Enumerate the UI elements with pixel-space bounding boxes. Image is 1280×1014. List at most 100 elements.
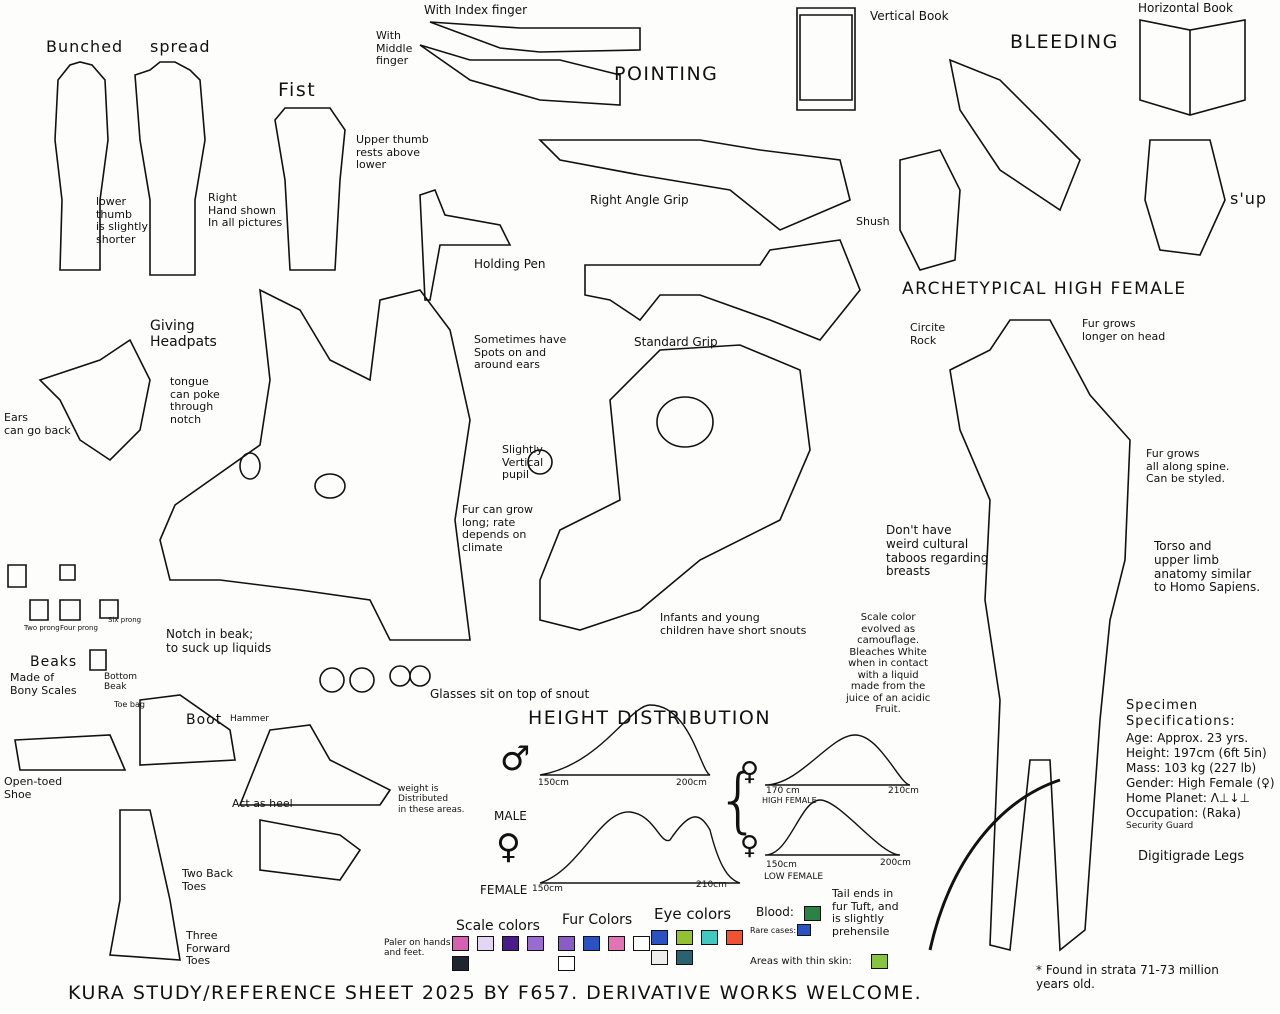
specs-age: Age: Approx. 23 yrs. [1126, 730, 1249, 745]
label-pointing: POINTING [614, 63, 719, 85]
specs-gender: Gender: High Female (♀) [1126, 775, 1275, 790]
low-female-symbol-icon: ♀ [740, 831, 760, 861]
high-female-min: 170 cm [766, 786, 800, 796]
label-boot: Boot [186, 712, 223, 728]
label-act-heel: Act as heel [232, 797, 293, 810]
pen-hand-drawing [419, 189, 512, 301]
male-max: 200cm [676, 778, 707, 788]
label-scale-camo: Scale color evolved as camouflage. Bleac… [846, 612, 931, 715]
label-horizontal-book: Horizontal Book [1138, 1, 1233, 15]
beaks-drawing [7, 564, 119, 671]
label-middle-finger: With Middle finger [376, 29, 413, 68]
specs-occupation: Occupation: (Raka) [1126, 805, 1241, 820]
high-female-label: HIGH FEMALE [762, 796, 817, 805]
label-vertical-pupil: Slightly Vertical pupil [502, 443, 544, 482]
eye-color-swatch [676, 950, 693, 965]
label-archetypical: ARCHETYPICAL HIGH FEMALE [902, 279, 1187, 299]
specs-height: Height: 197cm (6ft 5in) [1126, 745, 1267, 760]
fur-color-swatch [558, 956, 575, 971]
eye-color-swatch [726, 930, 743, 945]
vertical-book-drawing [796, 7, 856, 111]
high-female-max: 210cm [888, 786, 919, 796]
tail-drawing [928, 778, 1061, 951]
fur-color-swatch [608, 936, 625, 951]
low-female-curve [764, 799, 901, 856]
label-right-angle-grip: Right Angle Grip [590, 193, 689, 207]
eye-color-swatch [701, 930, 718, 945]
female-curve [539, 811, 741, 884]
low-female-min: 150cm [766, 860, 797, 870]
label-bony-scales: Made of Bony Scales [10, 671, 77, 697]
female-min: 150cm [532, 884, 563, 894]
scale-colors-title: Scale colors [456, 918, 540, 934]
specs-title: Specimen Specifications: [1126, 698, 1236, 730]
label-bleeding: BLEEDING [1010, 31, 1119, 53]
label-tail-tuft: Tail ends in fur Tuft, and is slightly p… [832, 887, 899, 938]
blood-swatch [804, 906, 821, 921]
fist-drawing [274, 107, 346, 271]
label-spread: spread [150, 37, 211, 56]
bleeding-hand-drawing [948, 58, 1081, 212]
low-female-max: 200cm [880, 858, 911, 868]
label-digitigrade: Digitigrade Legs [1138, 849, 1245, 864]
label-glasses: Glasses sit on top of snout [430, 687, 590, 701]
label-six-prong: Six prong [108, 616, 142, 624]
pointing-hands-drawing [419, 21, 641, 106]
fur-color-swatch [558, 936, 575, 951]
label-two-prong: Two prong [24, 624, 60, 632]
specs-home-planet: Home Planet: ᐱ⊥↓⊥ [1126, 790, 1250, 805]
rare-cases-label: Rare cases: [750, 926, 797, 935]
label-fist: Fist [278, 79, 317, 101]
high-female-symbol-icon: ♀ [740, 757, 760, 787]
label-infants: Infants and young children have short sn… [660, 611, 807, 637]
label-taboos: Don't have weird cultural taboos regardi… [886, 523, 989, 579]
brace-icon: { [716, 759, 761, 841]
label-lower-thumb: lower thumb is slightly shorter [96, 195, 148, 246]
eye-drawing [527, 449, 553, 475]
female-symbol-icon: ♀ [496, 827, 521, 867]
label-fur-spine: Fur grows all along spine. Can be styled… [1146, 447, 1230, 486]
headpats-drawing [38, 338, 151, 462]
male-label: MALE [494, 809, 527, 823]
label-sup: s'up [1230, 189, 1268, 208]
label-torso: Torso and upper limb anatomy similar to … [1154, 539, 1261, 595]
fur-color-swatch [583, 936, 600, 951]
label-beaks: Beaks [30, 654, 78, 670]
label-four-prong: Four prong [60, 624, 98, 632]
specimen-specifications: Specimen Specifications: Age: Approx. 23… [1126, 698, 1275, 832]
high-female-curve [764, 734, 911, 786]
label-bunched: Bunched [46, 37, 124, 56]
knife-grip-drawing [538, 139, 851, 231]
label-two-back-toes: Two Back Toes [182, 867, 233, 893]
label-bottom-beak: Bottom Beak [104, 672, 138, 693]
label-spots: Sometimes have Spots on and around ears [474, 333, 567, 372]
label-tongue: tongue can poke through notch [170, 375, 220, 426]
label-holding-pen: Holding Pen [474, 257, 546, 271]
label-weight: weight is Distributed in these areas. [398, 784, 465, 815]
bunched-hand-drawing [54, 61, 109, 271]
scale-color-swatch [527, 936, 544, 951]
label-fur-grow: Fur can grow long; rate depends on clima… [462, 503, 533, 554]
label-circite-rock: Circite Rock [910, 321, 946, 347]
height-title: HEIGHT DISTRIBUTION [528, 707, 772, 729]
fur-color-swatch [633, 936, 650, 951]
thin-skin-label: Areas with thin skin: [750, 956, 852, 967]
label-found-in: * Found in strata 71-73 million years ol… [1036, 963, 1219, 991]
label-shush: Shush [856, 215, 890, 228]
thin-skin-swatch [871, 954, 888, 969]
male-min: 150cm [538, 778, 569, 788]
horizontal-book-drawing [1139, 19, 1246, 116]
gun-drawing [584, 239, 861, 341]
scale-color-swatch [477, 936, 494, 951]
feet-drawing [109, 724, 392, 961]
shoes-drawing [14, 694, 236, 771]
label-index-finger: With Index finger [424, 3, 528, 17]
scale-color-swatch [452, 956, 469, 971]
female-label: FEMALE [480, 883, 528, 897]
specs-mass: Mass: 103 kg (227 lb) [1126, 760, 1257, 775]
label-ears-go-back: Ears can go back [4, 411, 71, 437]
skull-drawing [539, 344, 811, 631]
body-drawing [949, 319, 1131, 952]
